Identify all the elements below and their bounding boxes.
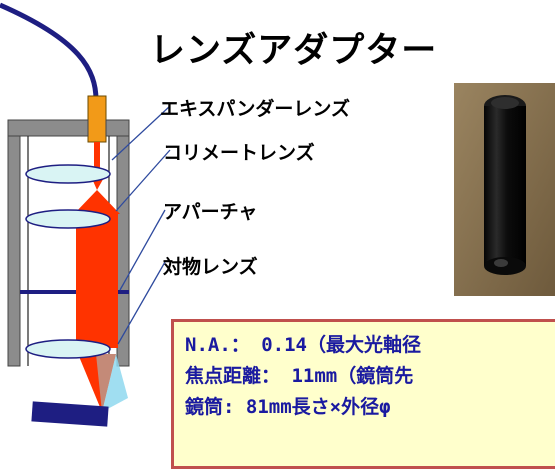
beam-narrow <box>94 142 100 168</box>
tube-left-wall <box>7 119 21 367</box>
optical-fiber <box>0 2 99 101</box>
lens-adapter-photo <box>454 83 555 296</box>
fiber-connector <box>87 95 107 143</box>
page-title: レンズアダプター <box>150 31 438 71</box>
beam-focus-shadow <box>96 354 116 412</box>
tube-top-cap-left <box>7 119 89 137</box>
sample-stage <box>31 401 109 427</box>
label-aperture: アパーチャ <box>163 201 258 223</box>
beam-collimated <box>76 214 118 348</box>
leader-aperture <box>119 209 166 291</box>
spec-box: N.A.： 0.14（最大光軸径 焦点距離： 11mm（鏡筒先 鏡筒: 81mm… <box>171 319 555 469</box>
leader-objective <box>117 261 166 345</box>
spec-line-barrel: 鏡筒: 81mm長さ×外径φ <box>185 396 391 418</box>
label-expander-lens: エキスパンダーレンズ <box>160 98 351 120</box>
leader-collimator <box>115 149 171 212</box>
leader-expander <box>111 105 171 161</box>
label-collimator-lens: コリメートレンズ <box>163 142 315 164</box>
collimator-lens <box>25 209 111 229</box>
beam-blue-reflection <box>102 354 128 412</box>
tube-top-cap-right <box>105 119 130 137</box>
spec-line-focal-length: 焦点距離： 11mm（鏡筒先 <box>185 365 414 387</box>
expander-lens <box>25 164 111 184</box>
beam-diverge <box>74 190 120 214</box>
label-objective-lens: 対物レンズ <box>163 256 258 278</box>
lens-adapter-diagram <box>0 2 171 427</box>
adapter-cylinder-image <box>454 83 555 296</box>
spec-line-na: N.A.： 0.14（最大光軸径 <box>185 334 421 356</box>
objective-lens <box>25 339 111 359</box>
